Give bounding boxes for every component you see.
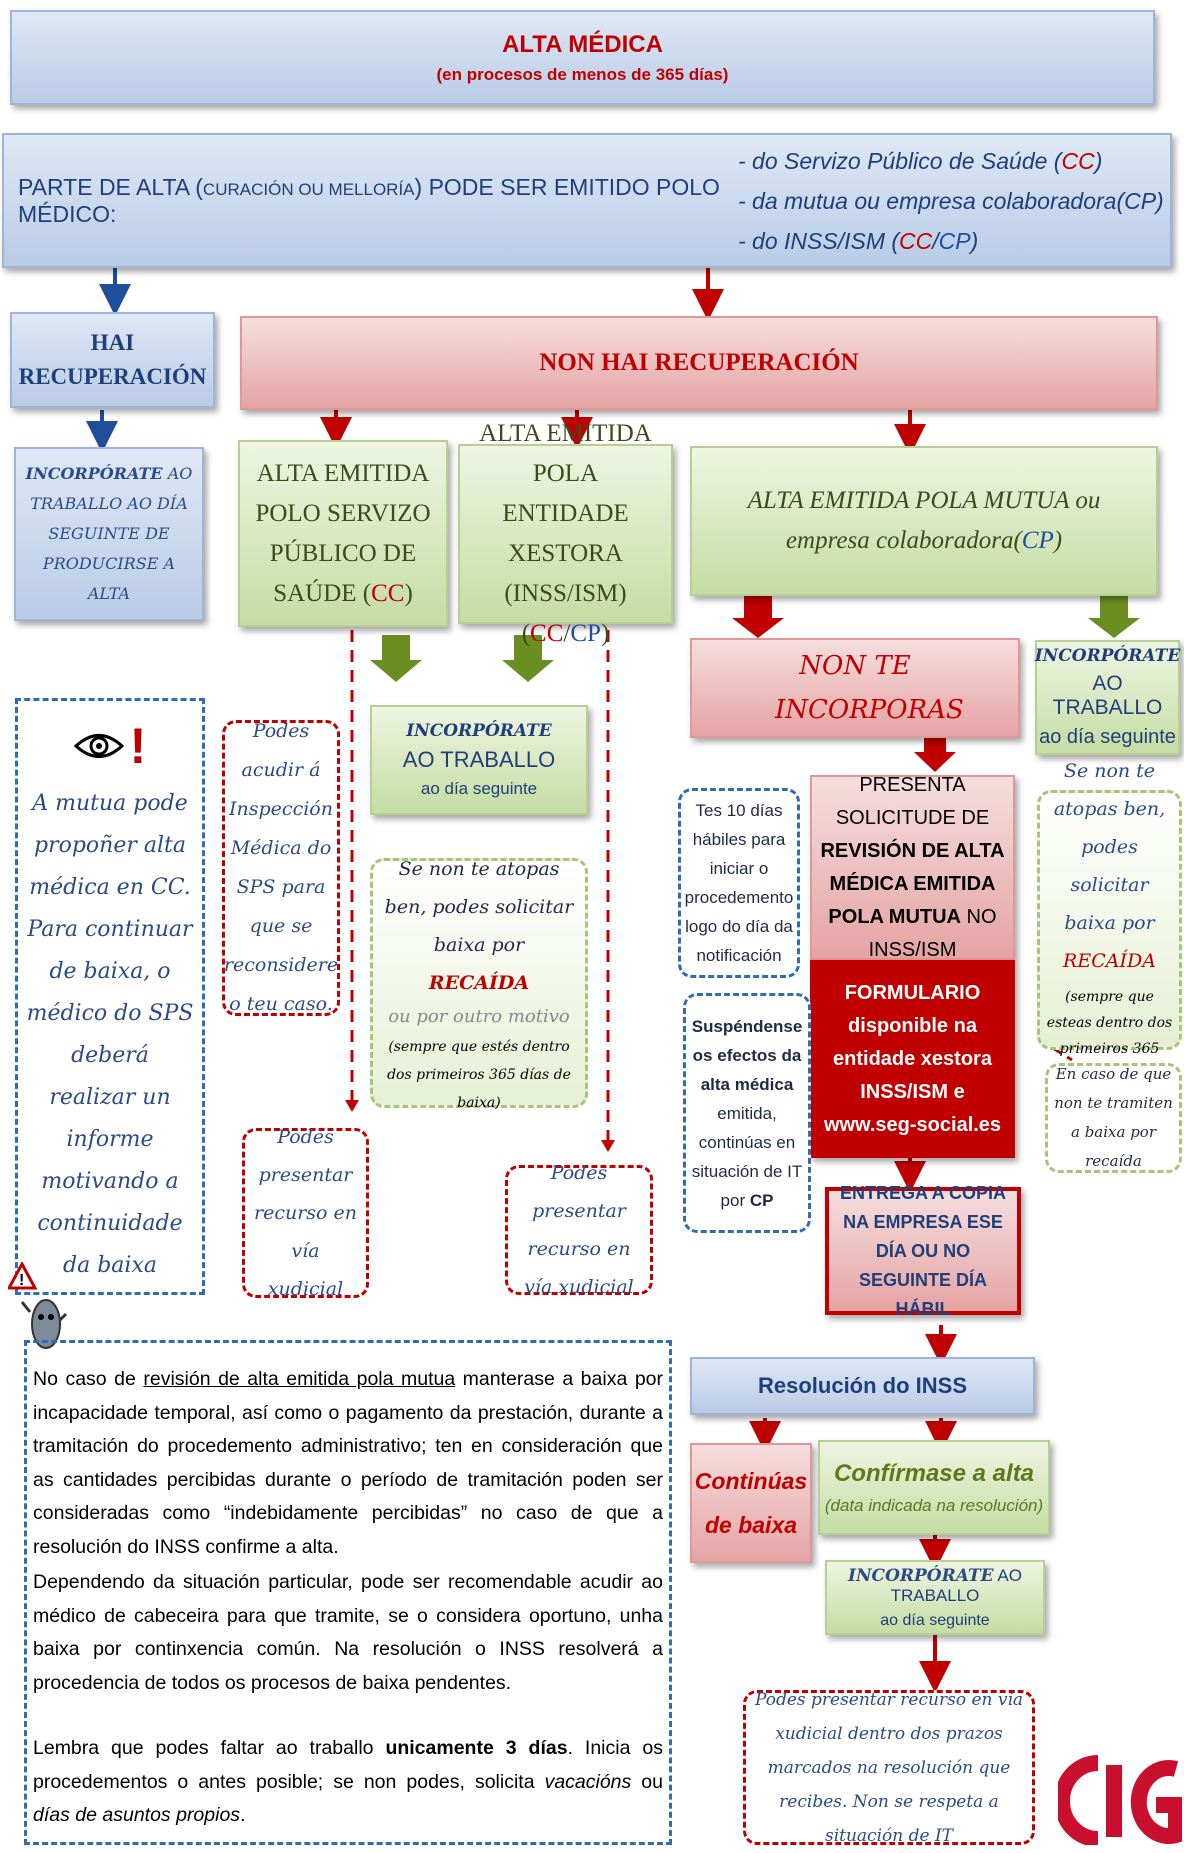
incorporate-right-line3: ao día seguinte [1039, 726, 1176, 748]
incorporate-right-em: INCORPÓRATE [1034, 646, 1181, 666]
info-paragraph-3: Lembra que podes faltar ao traballo unic… [33, 1737, 663, 1826]
incorporate-right-box: INCORPÓRATE AO TRABALLO ao día seguinte [1035, 640, 1180, 755]
page-title: ALTA MÉDICA [502, 30, 663, 58]
review-request-box: PRESENTA SOLICITUDE DE REVISIÓN DE ALTA … [810, 774, 1015, 961]
info-paragraph-1: No caso de revisión de alta emitida pola… [33, 1368, 663, 1558]
relapse-right-line1: Se non te atopas ben, podes solicitar ba… [1053, 760, 1166, 972]
recovery-title: HAI RECUPERACIÓN [18, 330, 207, 389]
continue-leave-box: Continúas de baixa [690, 1443, 812, 1563]
incorporate-bottom-box: INCORPÓRATE AO TRABALLO ao día seguinte [825, 1560, 1045, 1635]
arrow [345, 1100, 359, 1112]
no-recovery-box: NON HAI RECUPERACIÓN [240, 316, 1158, 410]
relapse-right-note-text: En caso de que non te tramiten a baixa p… [1054, 1065, 1173, 1170]
incorporate-mid-box: INCORPÓRATE AO TRABALLO ao día seguinte [370, 705, 588, 815]
mutua-note-box: ! A mutua pode propoñer alta médica en C… [15, 698, 205, 1295]
inss-resolution-text: Resolución do INSS [757, 1373, 968, 1398]
confirm-title: Confírmase a alta [833, 1459, 1035, 1487]
issuer-option-mutua: - da mutua ou empresa colaboradora(CP) [738, 187, 1164, 214]
relapse-right-bubble: Se non te atopas ben, podes solicitar ba… [1037, 760, 1182, 1083]
incorporate-mid-line3: ao día seguinte [420, 779, 538, 798]
non-incorporas-box: NON TE INCORPORAS [690, 638, 1020, 738]
incorporate-bottom-line1: INCORPÓRATE AO TRABALLO [848, 1565, 1022, 1605]
sps-appeal-box: Podes presentar recurso en vía xudicial [242, 1126, 369, 1300]
page-subtitle: (en procesos de menos de 365 días) [436, 64, 729, 84]
copy-company-text: ENTREGA A COPIA NA EMPRESA ESE DÍA OU NO… [839, 1182, 1006, 1319]
incorporate-mid-line2: AO TRABALLO [402, 747, 556, 772]
recovery-box: HAI RECUPERACIÓN [10, 312, 215, 408]
arrow [502, 635, 554, 682]
arrow [1088, 596, 1140, 638]
relapse-mid-bubble: Se non te atopas ben, podes solicitar ba… [370, 858, 588, 1111]
form-text: FORMULARIO disponible na entidade xestor… [823, 981, 1002, 1136]
issuer-option-inss: - do INSS/ISM (CC/CP) [738, 227, 979, 254]
arrow [601, 1140, 615, 1152]
suspend-text: Suspéndense os efectos da alta médica em… [691, 1016, 803, 1210]
deadline-text: Tes 10 días hábiles para iniciar o proce… [684, 801, 794, 965]
relapse-right-note: En caso de que non te tramiten a baixa p… [1045, 1063, 1182, 1173]
sps-title: ALTA EMITIDA POLO SERVIZO PÚBLICO DE SAÚ… [255, 459, 431, 607]
incorporate-bottom-line2: ao día seguinte [880, 1611, 990, 1629]
arrow [914, 732, 956, 772]
svg-text:!: ! [19, 1272, 24, 1289]
incorporate-right-line2: AO TRABALLO [1052, 672, 1163, 719]
deadline-bubble: Tes 10 días hábiles para iniciar o proce… [678, 788, 800, 978]
continue-leave-text: Continúas de baixa [694, 1468, 808, 1538]
non-incorporas-text: NON TE INCORPORAS [775, 651, 964, 725]
appeal-bottom-text: Podes presentar recurso en vía xudicial … [754, 1689, 1024, 1846]
entity-title: ALTA EMITIDA POLA ENTIDADE XESTORA (INSS… [479, 420, 652, 647]
mutua-note-text: A mutua pode propoñer alta médica en CC.… [26, 791, 194, 1278]
info-box: No caso de revisión de alta emitida pola… [24, 1340, 672, 1845]
warning-robot-icon: ! [6, 1260, 68, 1357]
eye-warning-icon: ! [73, 721, 146, 771]
sps-inspection-text: Podes acudir á Inspección Médica do SPS … [223, 720, 339, 1015]
relapse-mid-line3: (sempre que estés dentro dos primeiros 3… [387, 1038, 571, 1111]
issuer-options: - do Servizo Público de Saúde (CC) - da … [738, 141, 1164, 261]
sps-appeal-text: Podes presentar recurso en vía xudicial [254, 1126, 357, 1300]
confirm-box: Confírmase a alta (data indicada na reso… [818, 1440, 1050, 1535]
sps-box: ALTA EMITIDA POLO SERVIZO PÚBLICO DE SAÚ… [238, 440, 448, 627]
copy-company-box: ENTREGA A COPIA NA EMPRESA ESE DÍA OU NO… [825, 1183, 1021, 1319]
arrow [370, 635, 422, 682]
form-box: FORMULARIO disponible na entidade xestor… [810, 960, 1015, 1158]
review-request-text: PRESENTA SOLICITUDE DE REVISIÓN DE ALTA … [820, 773, 1005, 961]
inss-resolution-box: Resolución do INSS [690, 1357, 1035, 1415]
relapse-mid-line1: Se non te atopas ben, podes solicitar ba… [384, 857, 574, 994]
issuer-box: PARTE DE ALTA (CURACIÓN OU MELLORÍA) POD… [2, 133, 1172, 268]
cig-logo [1054, 1755, 1184, 1847]
issuer-option-sps: - do Servizo Público de Saúde (CC) [738, 147, 1103, 174]
entity-appeal-box: Podes presentar recurso en vía xudicial [505, 1162, 653, 1298]
mutua-title: ALTA EMITIDA POLA MUTUA ou empresa colab… [747, 487, 1101, 554]
recovery-action-text: INCORPÓRATE AO TRABALLO AO DÍA SEGUINTE … [25, 464, 193, 603]
entity-box: ALTA EMITIDA POLA ENTIDADE XESTORA (INSS… [458, 420, 673, 647]
recovery-action-box: INCORPÓRATE AO TRABALLO AO DÍA SEGUINTE … [14, 447, 204, 621]
sps-inspection-bubble: Podes acudir á Inspección Médica do SPS … [222, 720, 340, 1016]
relapse-mid-line2: ou por outro motivo [388, 1005, 570, 1027]
suspend-bubble: Suspéndense os efectos da alta médica em… [683, 993, 811, 1233]
entity-appeal-text: Podes presentar recurso en vía xudicial [524, 1162, 634, 1298]
header-box: ALTA MÉDICA (en procesos de menos de 365… [10, 10, 1155, 105]
info-paragraph-2: Dependendo da situación particular, pode… [33, 1571, 663, 1694]
mutua-box: ALTA EMITIDA POLA MUTUA ou empresa colab… [690, 446, 1158, 596]
incorporate-mid-em: INCORPÓRATE [406, 721, 552, 741]
no-recovery-title: NON HAI RECUPERACIÓN [539, 349, 859, 376]
appeal-bottom-box: Podes presentar recurso en vía xudicial … [743, 1690, 1035, 1846]
issuer-text: PARTE DE ALTA (CURACIÓN OU MELLORÍA) POD… [18, 173, 720, 227]
confirm-sub: (data indicada na resolución) [824, 1495, 1044, 1515]
arrow [732, 596, 784, 638]
